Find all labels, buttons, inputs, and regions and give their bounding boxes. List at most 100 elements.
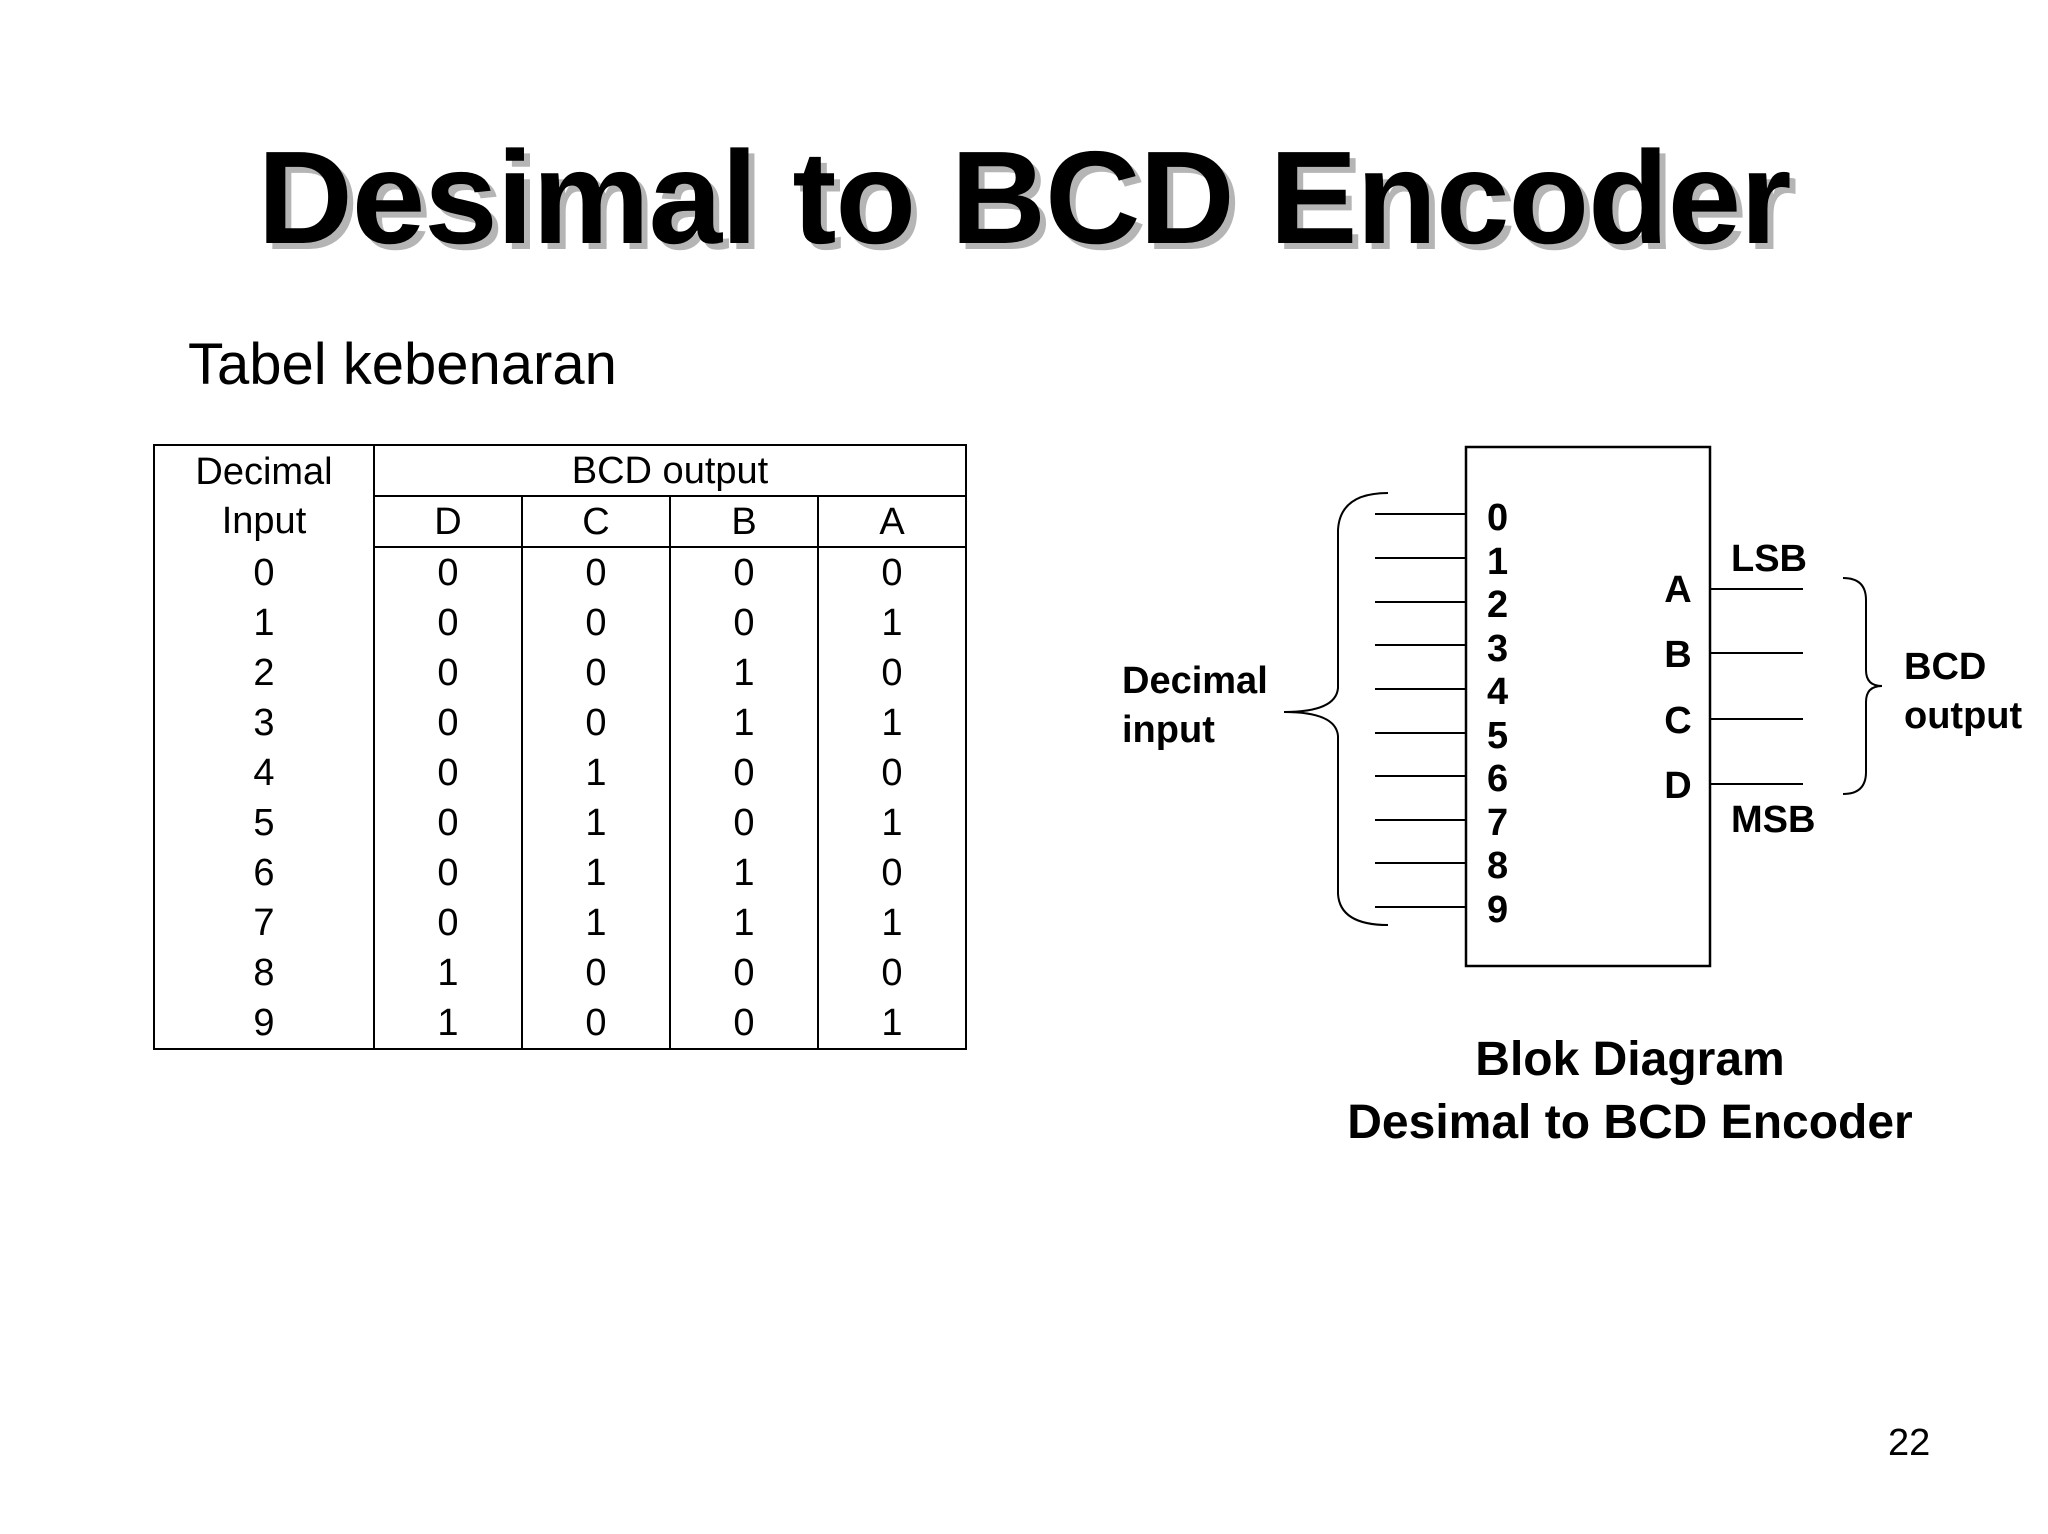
pin-label-7: 7 [1487, 802, 1508, 844]
cell-input: 0 [153, 547, 375, 598]
cell-a: 1 [818, 698, 967, 748]
cell-input: 3 [153, 698, 375, 748]
input-label-line1: Decimal [1122, 660, 1268, 702]
cell-b: 0 [670, 748, 819, 798]
output-label-line1: BCD [1904, 646, 1986, 688]
cell-c: 1 [522, 848, 671, 898]
table-row: 3 0 0 1 1 [153, 698, 967, 748]
cell-c: 1 [522, 898, 671, 948]
cell-a: 1 [818, 998, 967, 1050]
cell-d: 1 [374, 998, 523, 1050]
cell-input: 9 [153, 998, 375, 1050]
cell-input: 2 [153, 648, 375, 698]
cell-b: 1 [670, 698, 819, 748]
table-row: 8 1 0 0 0 [153, 948, 967, 998]
cell-c: 0 [522, 698, 671, 748]
table-row: 6 0 1 1 0 [153, 848, 967, 898]
cell-b: 0 [670, 998, 819, 1050]
cell-c: 0 [522, 948, 671, 998]
table-row: 9 1 0 0 1 [153, 998, 967, 1050]
cell-d: 0 [374, 648, 523, 698]
cell-d: 0 [374, 598, 523, 648]
header-decimal-input-line2: Input [221, 499, 307, 542]
input-pin-labels: 0 1 2 3 4 5 6 7 8 9 [1487, 497, 1508, 931]
cell-d: 0 [374, 547, 523, 598]
cell-c: 1 [522, 748, 671, 798]
cell-a: 0 [818, 948, 967, 998]
table-row: 0 0 0 0 0 [153, 547, 967, 598]
cell-input: 1 [153, 598, 375, 648]
input-lines [1375, 513, 1466, 908]
cell-c: 1 [522, 798, 671, 848]
cell-c: 0 [522, 598, 671, 648]
header-bit-a: A [818, 496, 967, 548]
input-label-line2: input [1122, 709, 1215, 751]
cell-input: 5 [153, 798, 375, 848]
cell-input: 6 [153, 848, 375, 898]
pin-label-2: 2 [1487, 584, 1508, 626]
header-bit-d: D [374, 496, 523, 548]
slide-title: Desimal to BCD Encoder [257, 124, 1792, 271]
cell-b: 0 [670, 798, 819, 848]
encoder-block [1464, 445, 1712, 968]
cell-a: 1 [818, 898, 967, 948]
pin-label-0: 0 [1487, 497, 1508, 539]
output-lines [1710, 588, 1803, 785]
cell-input: 8 [153, 948, 375, 998]
cell-b: 0 [670, 547, 819, 598]
output-pin-a: A [1664, 569, 1691, 611]
table-row: 5 0 1 0 1 [153, 798, 967, 848]
cell-b: 0 [670, 948, 819, 998]
cell-b: 1 [670, 848, 819, 898]
caption-line1: Blok Diagram [1475, 1033, 1784, 1086]
pin-label-6: 6 [1487, 758, 1508, 800]
header-bit-c: C [522, 496, 671, 548]
truth-table-subtitle: Tabel kebenaran [188, 332, 617, 397]
output-label-line2: output [1904, 695, 2023, 737]
truth-table: Decimal Input BCD output D C B A 0 0 0 0… [153, 444, 967, 1050]
pin-label-1: 1 [1487, 541, 1508, 583]
cell-a: 0 [818, 748, 967, 798]
cell-a: 0 [818, 848, 967, 898]
header-decimal-input-line1: Decimal [195, 450, 333, 493]
pin-label-4: 4 [1487, 671, 1508, 713]
table-row: 2 0 0 1 0 [153, 648, 967, 698]
cell-a: 1 [818, 798, 967, 848]
cell-b: 1 [670, 898, 819, 948]
truth-table-header-row-2: D C B A [154, 496, 967, 548]
cell-c: 0 [522, 998, 671, 1050]
cell-a: 1 [818, 598, 967, 648]
cell-input: 7 [153, 898, 375, 948]
header-bit-b: B [670, 496, 819, 548]
msb-label: MSB [1731, 799, 1815, 841]
cell-input: 4 [153, 748, 375, 798]
output-pin-b: B [1664, 634, 1691, 676]
header-decimal-input: Decimal Input [153, 444, 375, 547]
cell-d: 0 [374, 748, 523, 798]
cell-b: 1 [670, 648, 819, 698]
pin-label-8: 8 [1487, 845, 1508, 887]
cell-d: 0 [374, 798, 523, 848]
cell-d: 0 [374, 698, 523, 748]
lsb-label: LSB [1731, 538, 1807, 580]
diagram-caption: Blok Diagram Desimal to BCD Encoder [1347, 1033, 1912, 1149]
truth-table-header-row-1: Decimal Input BCD output [153, 444, 967, 547]
cell-d: 0 [374, 848, 523, 898]
output-pin-d: D [1664, 765, 1691, 807]
pin-label-3: 3 [1487, 628, 1508, 670]
cell-d: 1 [374, 948, 523, 998]
pin-label-5: 5 [1487, 715, 1508, 757]
header-bcd-output: BCD output [374, 444, 967, 497]
caption-line2: Desimal to BCD Encoder [1347, 1096, 1912, 1149]
table-row: 7 0 1 1 1 [153, 898, 967, 948]
output-group-label: BCD output [1904, 646, 2023, 737]
page-number: 22 [1888, 1422, 1931, 1464]
cell-a: 0 [818, 648, 967, 698]
cell-c: 0 [522, 648, 671, 698]
cell-b: 0 [670, 598, 819, 648]
cell-a: 0 [818, 547, 967, 598]
input-group-label: Decimal input [1122, 660, 1268, 751]
table-row: 4 0 1 0 0 [153, 748, 967, 798]
cell-d: 0 [374, 898, 523, 948]
